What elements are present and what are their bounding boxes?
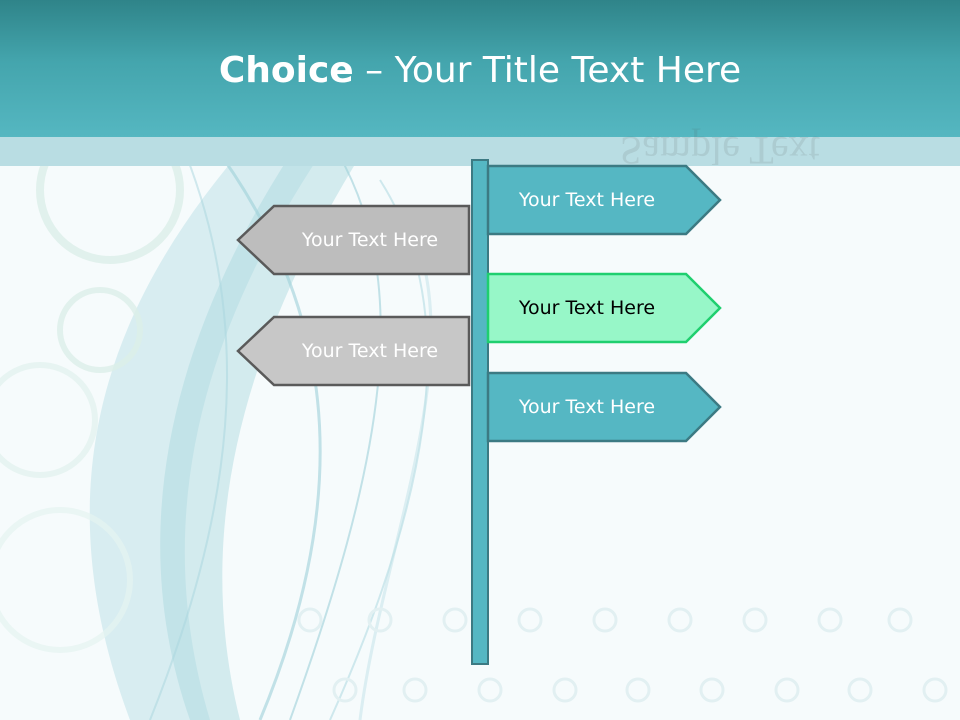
left-sign-1-label: Your Text Here	[301, 229, 439, 251]
right-sign-1-label: Your Text Here	[518, 189, 656, 211]
right-sign-2[interactable]	[486, 272, 722, 344]
right-sign-3[interactable]	[486, 371, 722, 443]
title-rest: Your Title Text Here	[394, 50, 742, 91]
title-bar: Choice – Your Title Text Here	[0, 0, 960, 137]
right-sign-3-label: Your Text Here	[518, 396, 656, 418]
right-sign-1[interactable]	[486, 164, 722, 236]
title-bold: Choice	[218, 50, 354, 91]
slide-title: Choice – Your Title Text Here	[0, 50, 960, 91]
left-sign-2-label: Your Text Here	[301, 340, 439, 362]
title-separator: –	[365, 50, 384, 91]
left-sign-1[interactable]	[236, 204, 471, 276]
signpost-pole	[471, 159, 489, 665]
right-sign-2-label: Your Text Here	[518, 297, 656, 319]
left-sign-2[interactable]	[236, 315, 471, 387]
